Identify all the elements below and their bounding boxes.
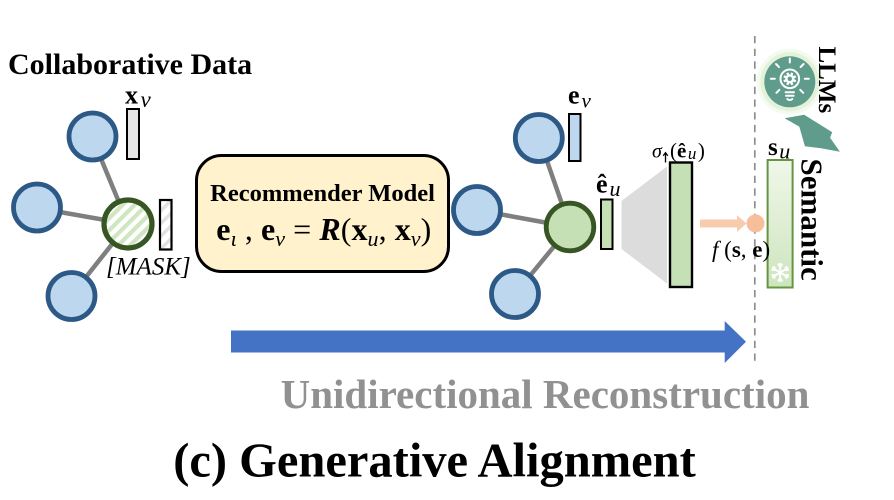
svg-text:Unidirectional Reconstruction: Unidirectional Reconstruction xyxy=(281,371,810,417)
svg-text:Recommender Model: Recommender Model xyxy=(210,180,435,207)
svg-text:Collaborative Data: Collaborative Data xyxy=(8,48,252,81)
svg-text:[MASK]: [MASK] xyxy=(106,254,191,281)
svg-text:f (s, e): f (s, e) xyxy=(712,237,770,262)
svg-text:(êu): (êu) xyxy=(670,139,705,164)
svg-text:ev: ev xyxy=(568,81,592,113)
svg-text:êu: êu xyxy=(596,170,621,202)
svg-text:σ: σ xyxy=(652,141,663,163)
svg-text:eι , ev = R(xu, xv): eι , ev = R(xu, xv) xyxy=(216,211,431,251)
svg-text:xv: xv xyxy=(125,81,152,113)
svg-text:su: su xyxy=(768,134,790,164)
svg-text:Semantic: Semantic xyxy=(795,159,830,281)
svg-text:(c) Generative Alignment: (c) Generative Alignment xyxy=(173,435,696,488)
svg-text:LLMs: LLMs xyxy=(813,47,840,114)
